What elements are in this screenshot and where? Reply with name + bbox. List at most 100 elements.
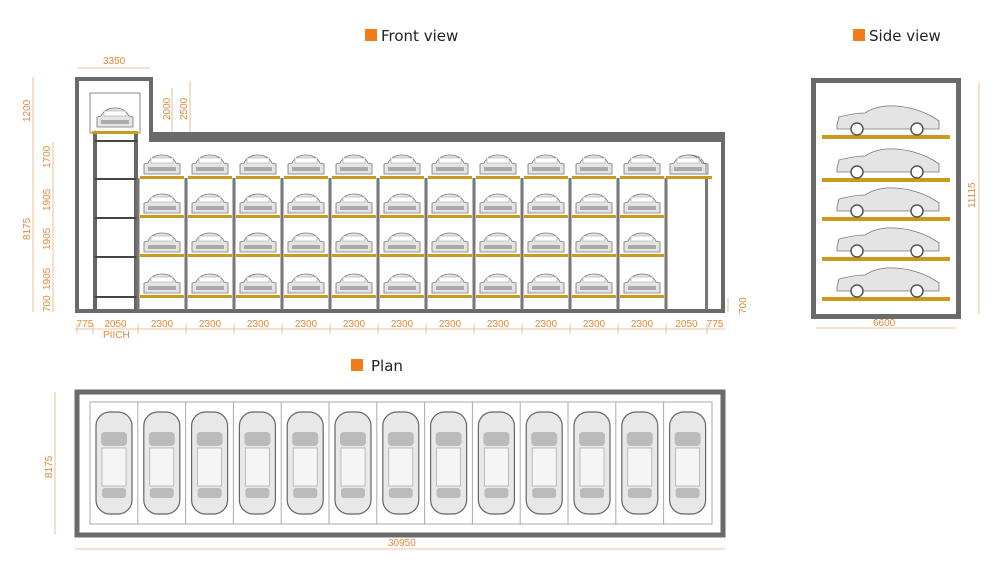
car-top-icon [191, 411, 229, 515]
platform [572, 215, 616, 218]
right-wall [721, 132, 725, 313]
side-view: 6600 11115 [811, 78, 980, 329]
dim-bottom: 2300 [583, 319, 606, 330]
platform [822, 297, 950, 301]
dim-bottom: 2050 [104, 319, 127, 330]
car-front-icon [287, 273, 325, 294]
dim-row: 1905 [42, 227, 53, 250]
car-top-icon [143, 411, 181, 515]
car-front-icon [191, 273, 229, 294]
car-front-icon [479, 193, 517, 214]
dim-bottom: 2300 [487, 319, 510, 330]
platform [140, 176, 184, 179]
platform [332, 254, 376, 257]
car-front-icon [669, 154, 707, 175]
left-wall [75, 77, 79, 313]
platform [140, 295, 184, 298]
rack-column [184, 178, 188, 310]
car-top-icon [621, 411, 659, 515]
car-front-icon [527, 154, 565, 175]
platform [284, 215, 328, 218]
platform [476, 176, 520, 179]
platform [380, 295, 424, 298]
rack-column [424, 178, 428, 310]
platform [620, 295, 664, 298]
car-front-icon [143, 232, 181, 253]
car-front-icon [575, 273, 613, 294]
car-front-icon [239, 232, 277, 253]
dim-bottom: 2300 [343, 319, 366, 330]
platform [620, 176, 664, 179]
car-front-icon [191, 193, 229, 214]
car-front-icon [335, 273, 373, 294]
dim-row: 1700 [42, 145, 53, 168]
rack-column [568, 178, 572, 310]
platform [572, 295, 616, 298]
platform [236, 254, 280, 257]
car-front-icon [623, 154, 661, 175]
platform [572, 176, 616, 179]
platform [524, 254, 568, 257]
platform [428, 176, 472, 179]
dim-bottom: 775 [77, 319, 94, 330]
car-front-icon [191, 232, 229, 253]
platform [284, 254, 328, 257]
lift-beam [95, 217, 137, 219]
lift-platform [92, 131, 138, 134]
car-top-icon [668, 411, 707, 515]
car-front-icon [239, 193, 277, 214]
lift-beam [95, 296, 137, 298]
platform [188, 254, 232, 257]
rack-column [664, 178, 668, 310]
dim-tower-inner: 2000 [162, 97, 173, 120]
front-view-marker [365, 29, 377, 41]
car-front-icon [431, 154, 469, 175]
dim-side-width: 6600 [873, 318, 896, 329]
car-front-icon [527, 232, 565, 253]
plan-view: 30950 8175 [44, 389, 726, 550]
car-front-icon [96, 107, 134, 128]
car-front-icon [623, 193, 661, 214]
car-top-icon [382, 411, 420, 515]
platform [284, 176, 328, 179]
dim-row: 700 [42, 295, 53, 312]
car-top-icon [430, 411, 468, 515]
car-side-icon [836, 227, 940, 258]
dim-bottom: 2300 [247, 319, 270, 330]
car-front-icon [527, 273, 565, 294]
tower-roof [75, 77, 153, 81]
car-front-icon [479, 232, 517, 253]
platform [620, 254, 664, 257]
side-view-marker [853, 29, 865, 41]
car-front-icon [383, 273, 421, 294]
platform [332, 295, 376, 298]
lift-column [134, 134, 138, 310]
platform [428, 215, 472, 218]
car-front-icon [335, 154, 373, 175]
platform [524, 295, 568, 298]
floor [75, 309, 725, 313]
car-side-icon [836, 105, 940, 136]
car-top-icon [573, 411, 611, 515]
front-rack [92, 131, 712, 310]
platform [476, 295, 520, 298]
dim-tower-width: 3350 [103, 56, 126, 67]
car-front-icon [431, 193, 469, 214]
platform [380, 176, 424, 179]
dim-bottom: 2300 [439, 319, 462, 330]
car-front-icon [383, 232, 421, 253]
car-side-icon [836, 187, 940, 218]
car-front-icon [143, 154, 181, 175]
dim-bottom: 2300 [391, 319, 414, 330]
platform [822, 217, 950, 221]
car-front-icon [623, 232, 661, 253]
car-top-icon [334, 411, 372, 515]
rack-column [376, 178, 380, 310]
platform [188, 295, 232, 298]
platform [822, 257, 950, 261]
car-front-icon [383, 154, 421, 175]
platform [284, 295, 328, 298]
car-front-icon [287, 154, 325, 175]
car-front-icon [575, 232, 613, 253]
